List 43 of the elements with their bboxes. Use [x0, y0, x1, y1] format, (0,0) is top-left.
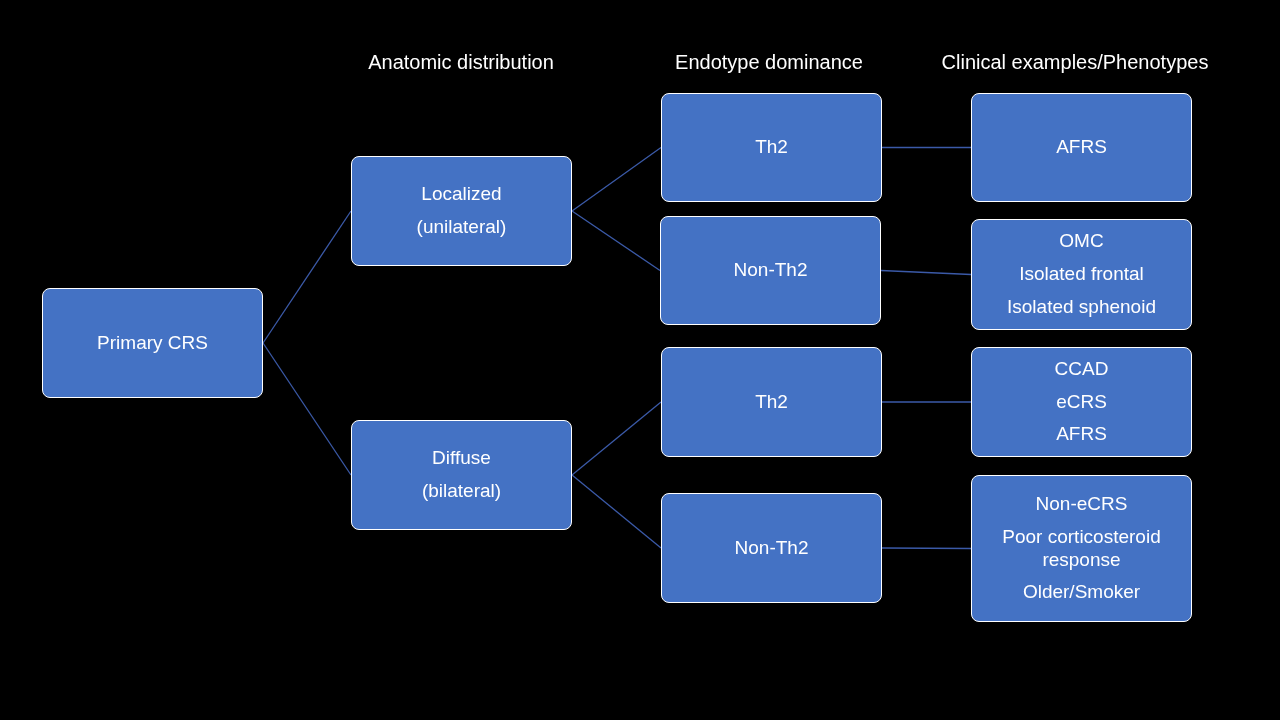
- box-text: Non-eCRS: [1035, 492, 1128, 516]
- connector-line: [262, 342, 352, 476]
- category-box: [971, 93, 1192, 202]
- box-text: Older/Smoker: [1022, 581, 1141, 605]
- box-text: Primary CRS: [97, 331, 208, 355]
- column-heading: Anatomic distribution: [368, 50, 554, 75]
- box-text: AFRS: [1056, 423, 1107, 447]
- category-box: [661, 347, 882, 457]
- category-box: [971, 347, 1192, 457]
- category-box: [971, 475, 1192, 622]
- box-text: Th2: [755, 136, 788, 159]
- column-heading: Clinical examples/Phenotypes: [941, 50, 1209, 75]
- box-text: OMC: [1059, 230, 1104, 254]
- box-text: (bilateral): [421, 480, 502, 503]
- box-text: Th2: [755, 390, 788, 414]
- category-box: [351, 156, 572, 266]
- box-text: Diffuse: [432, 447, 491, 470]
- category-box: [42, 288, 263, 398]
- connector-line: [571, 474, 662, 549]
- box-text: Localized: [421, 183, 502, 206]
- connector-line: [571, 401, 662, 476]
- category-box: [661, 493, 882, 603]
- box-text: eCRS: [1056, 390, 1107, 414]
- box-text: AFRS: [1056, 136, 1107, 159]
- box-text: (unilateral): [416, 216, 507, 239]
- connector-line: [880, 269, 972, 276]
- connector-line: [881, 547, 972, 550]
- connector-line: [571, 146, 662, 212]
- box-text: Poor corticosteroid response: [1001, 525, 1162, 572]
- category-box: [971, 219, 1192, 330]
- category-box: [351, 420, 572, 530]
- category-box: [660, 216, 881, 325]
- connector-line: [571, 210, 661, 272]
- connector-line: [881, 401, 972, 403]
- box-text: Non-Th2: [734, 536, 809, 560]
- category-box: [661, 93, 882, 202]
- connector-line: [262, 210, 352, 344]
- connector-line: [881, 146, 972, 149]
- box-text: Isolated sphenoid: [1007, 295, 1156, 319]
- column-heading: Endotype dominance: [675, 50, 863, 75]
- box-text: CCAD: [1054, 357, 1109, 381]
- box-text: Non-Th2: [733, 259, 808, 282]
- box-text: Isolated frontal: [1019, 263, 1144, 286]
